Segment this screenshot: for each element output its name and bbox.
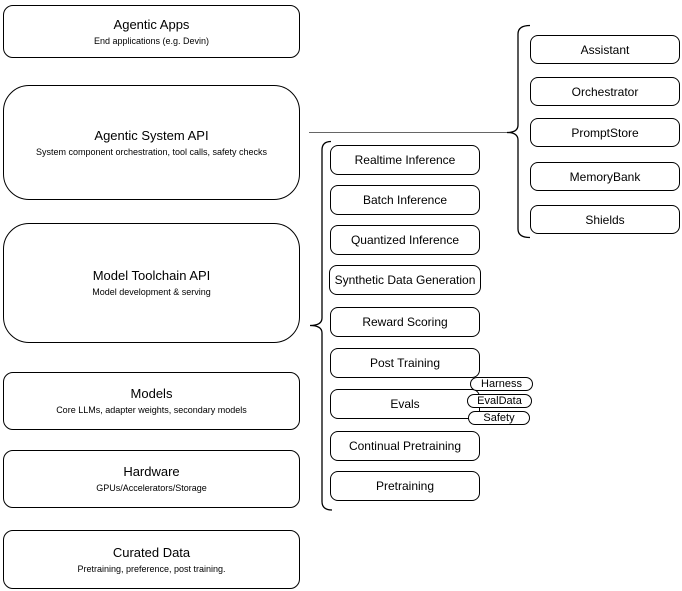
node-models[interactable]: Models Core LLMs, adapter weights, secon… <box>3 372 300 430</box>
node-subtitle: End applications (e.g. Devin) <box>93 35 210 46</box>
node-subtitle: Model development & serving <box>92 287 211 297</box>
tag-evaldata[interactable]: EvalData <box>467 394 532 408</box>
middle-column-brace <box>309 140 333 511</box>
node-evals[interactable]: Evals <box>330 389 480 419</box>
node-curated-data[interactable]: Curated Data Pretraining, preference, po… <box>3 530 300 589</box>
node-promptstore[interactable]: PromptStore <box>530 118 680 147</box>
node-hardware[interactable]: Hardware GPUs/Accelerators/Storage <box>3 450 300 508</box>
node-subtitle: Core LLMs, adapter weights, secondary mo… <box>56 405 247 415</box>
node-subtitle: GPUs/Accelerators/Storage <box>96 483 207 493</box>
node-quantized-inference[interactable]: Quantized Inference <box>330 225 480 255</box>
node-realtime-inference[interactable]: Realtime Inference <box>330 145 480 175</box>
node-agentic-system-api[interactable]: Agentic System API System component orch… <box>3 85 300 200</box>
node-title: Models <box>130 386 173 401</box>
node-title: Agentic System API <box>94 127 209 143</box>
node-agentic-apps[interactable]: Agentic Apps End applications (e.g. Devi… <box>3 5 300 58</box>
node-title: Agentic Apps <box>113 16 190 32</box>
node-subtitle: System component orchestration, tool cal… <box>35 146 268 157</box>
node-post-training[interactable]: Post Training <box>330 348 480 378</box>
node-synthetic-data-generation[interactable]: Synthetic Data Generation <box>329 265 481 295</box>
node-memorybank[interactable]: MemoryBank <box>530 162 680 191</box>
node-model-toolchain-api[interactable]: Model Toolchain API Model development & … <box>3 223 300 343</box>
node-title: Curated Data <box>112 544 191 560</box>
node-reward-scoring[interactable]: Reward Scoring <box>330 307 480 337</box>
tag-harness[interactable]: Harness <box>470 377 533 391</box>
node-orchestrator[interactable]: Orchestrator <box>530 77 680 106</box>
node-shields[interactable]: Shields <box>530 205 680 234</box>
node-title: Model Toolchain API <box>92 268 211 283</box>
node-title: Hardware <box>123 464 180 479</box>
right-column-brace <box>506 24 531 239</box>
node-subtitle: Pretraining, preference, post training. <box>77 563 226 574</box>
tag-safety[interactable]: Safety <box>468 411 530 425</box>
node-batch-inference[interactable]: Batch Inference <box>330 185 480 215</box>
node-pretraining[interactable]: Pretraining <box>330 471 480 501</box>
node-assistant[interactable]: Assistant <box>530 35 680 64</box>
node-continual-pretraining[interactable]: Continual Pretraining <box>330 431 480 461</box>
